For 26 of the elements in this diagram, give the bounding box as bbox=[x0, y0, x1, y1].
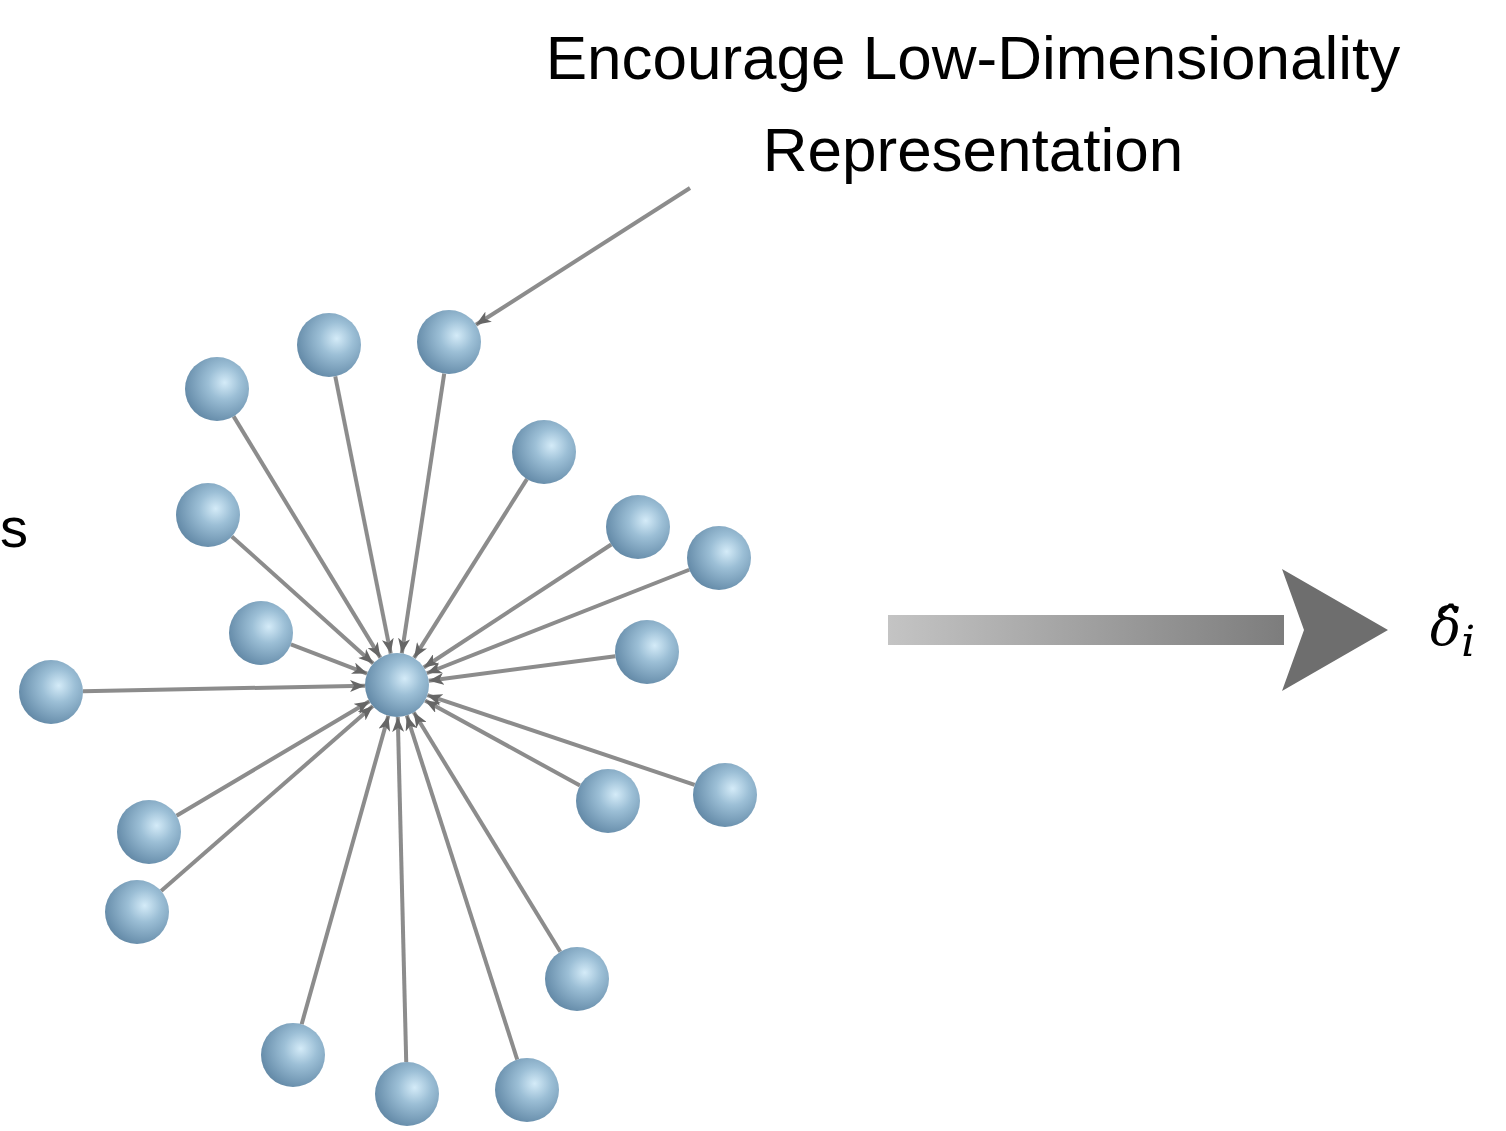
arrow bbox=[159, 704, 375, 893]
arrow bbox=[428, 654, 616, 685]
arrow bbox=[426, 567, 690, 676]
callout-text: Encourage Low-Dimensionality Representation bbox=[440, 12, 1506, 188]
arrow bbox=[299, 715, 391, 1025]
sphere bbox=[576, 769, 640, 833]
large-arrow bbox=[888, 569, 1388, 691]
arrow bbox=[404, 714, 520, 1061]
arrow bbox=[412, 711, 562, 953]
sphere bbox=[365, 653, 429, 717]
arrow bbox=[424, 698, 581, 788]
arrow bbox=[422, 542, 613, 670]
arrow bbox=[426, 693, 696, 787]
arrow bbox=[333, 376, 394, 654]
arrow bbox=[412, 478, 529, 659]
arrow bbox=[398, 373, 447, 654]
arrow bbox=[392, 716, 409, 1063]
arrow bbox=[175, 699, 371, 818]
sphere bbox=[105, 880, 169, 944]
arrow bbox=[231, 415, 383, 659]
arrow bbox=[230, 534, 375, 666]
leader-arrow bbox=[474, 186, 692, 327]
letter-label: s bbox=[0, 498, 28, 558]
arrow bbox=[82, 679, 366, 694]
arrow bbox=[290, 642, 368, 676]
math-symbol: δ̂$_{i}$ bbox=[1388, 592, 1498, 662]
